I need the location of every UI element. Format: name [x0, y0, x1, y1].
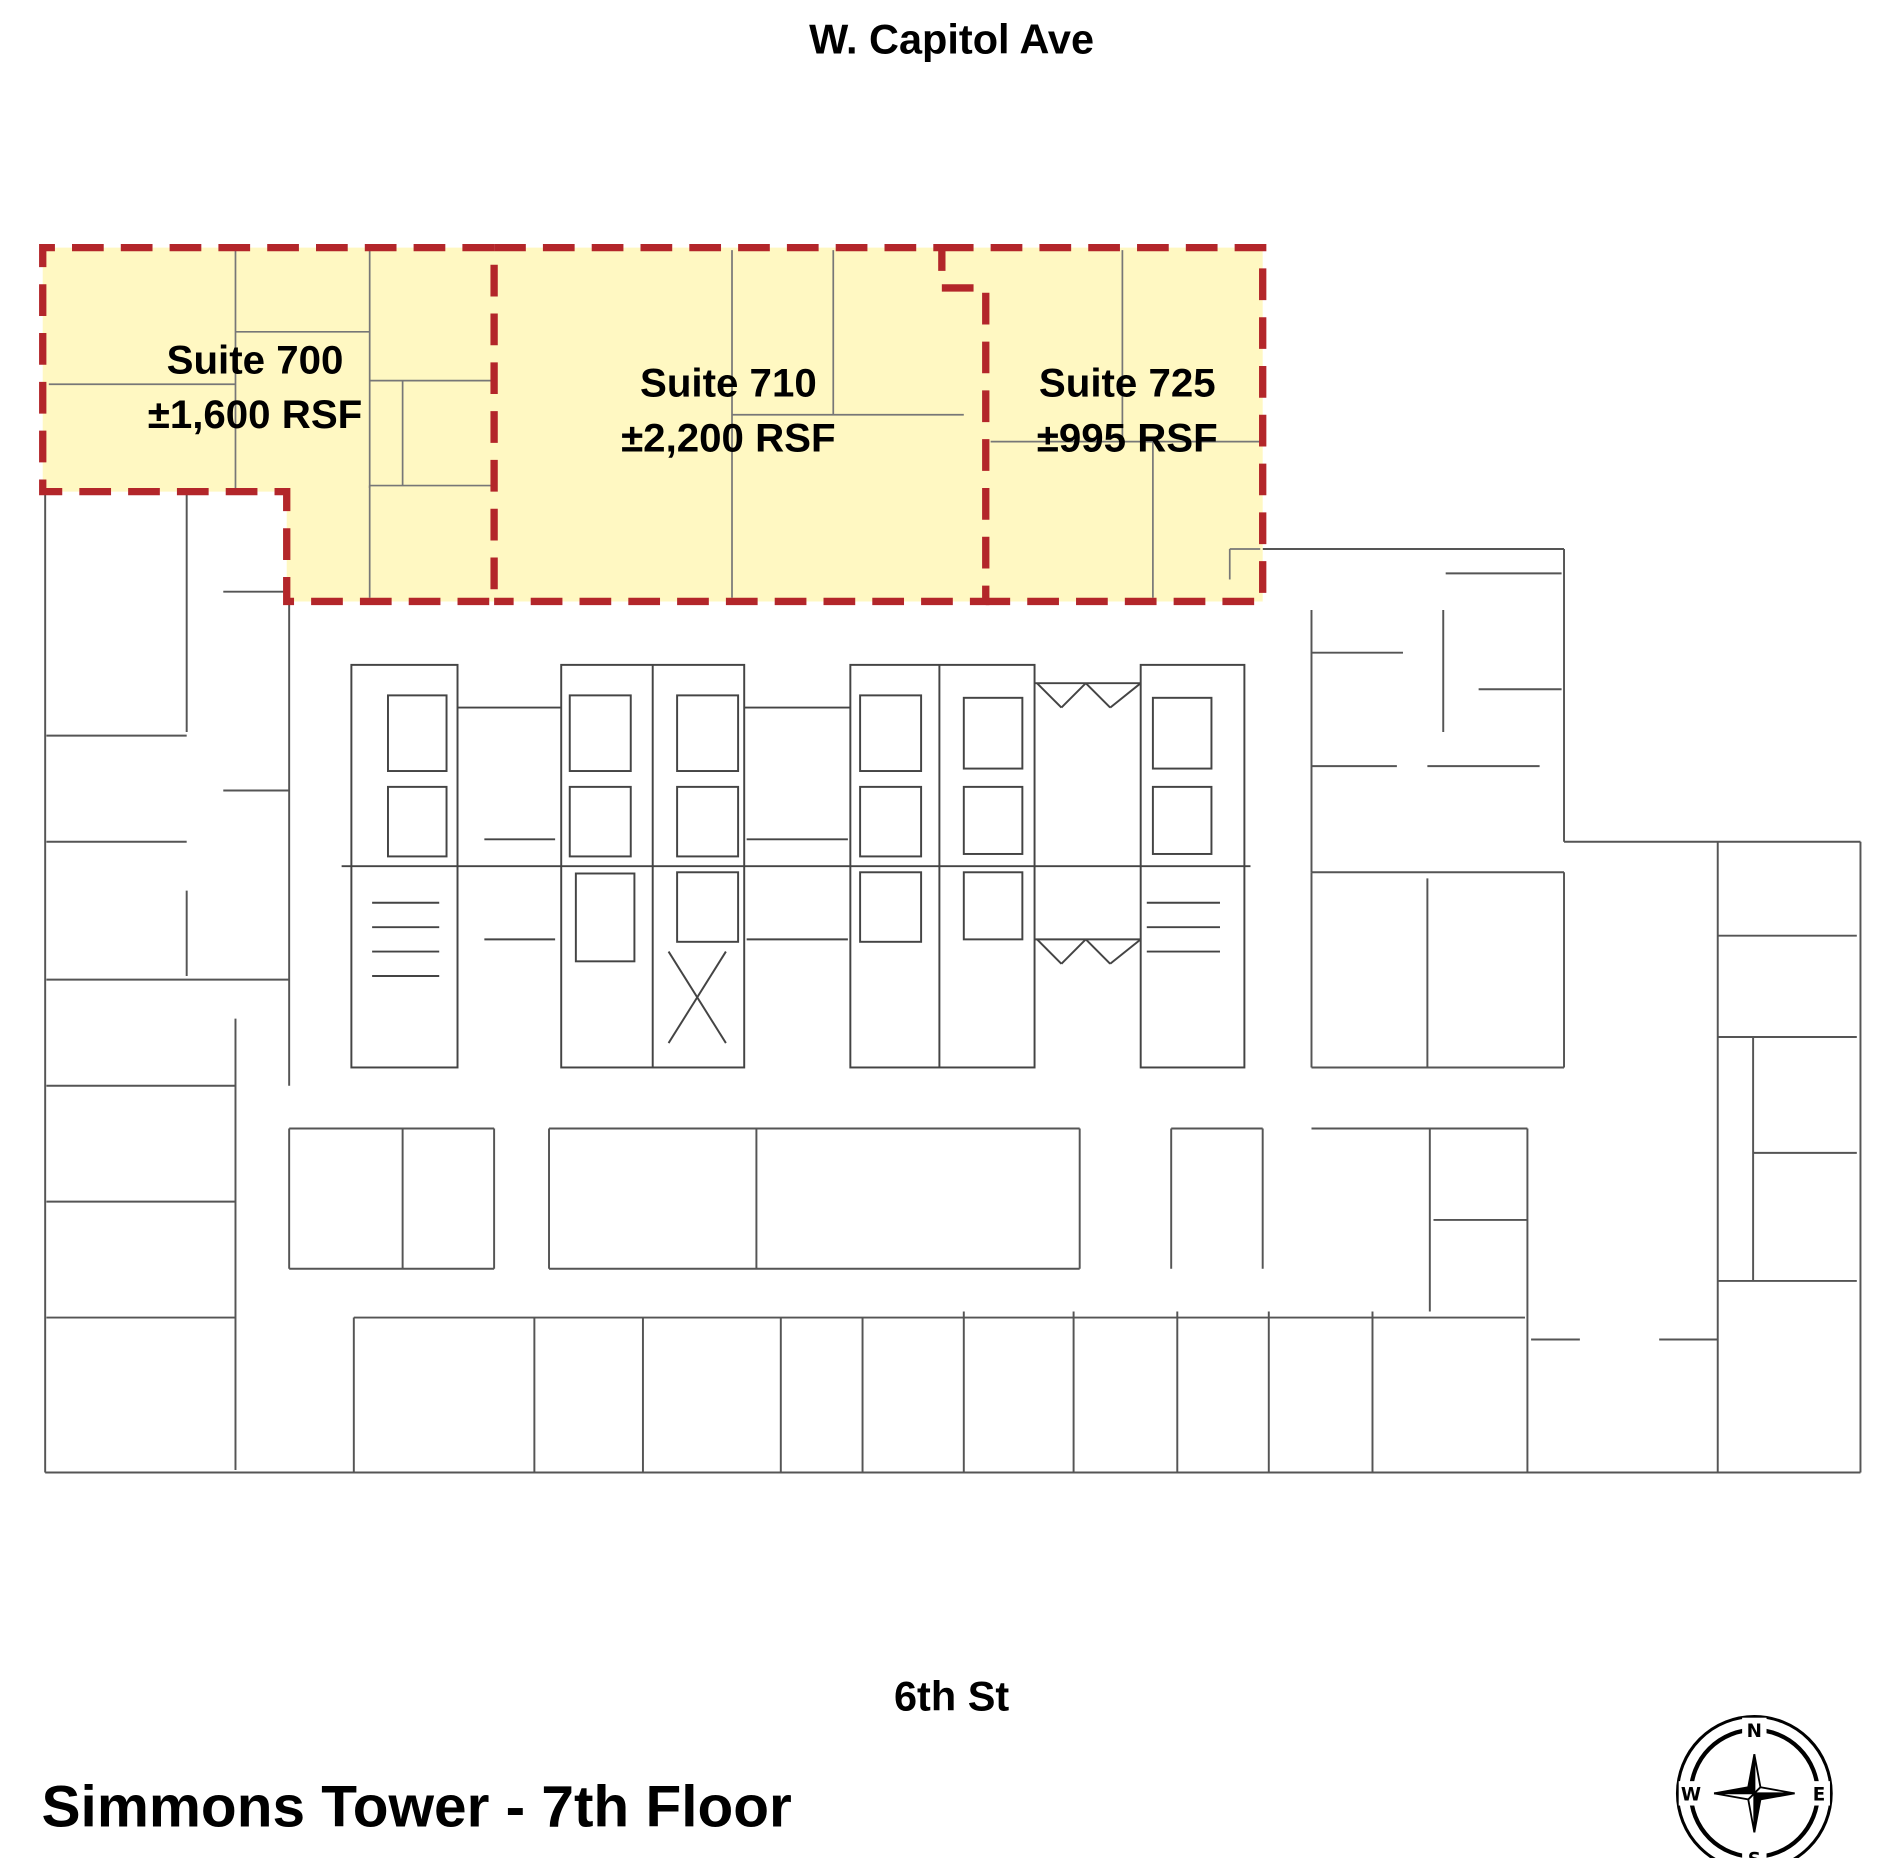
- elevator-cab: [676, 871, 740, 943]
- elevator-cab: [859, 871, 923, 943]
- core-detail: [1085, 682, 1111, 709]
- core-detail: [1085, 938, 1111, 965]
- core-detail: [1060, 938, 1087, 965]
- floor-title: Simmons Tower - 7th Floor: [42, 1774, 792, 1839]
- elevator-cab: [962, 696, 1024, 770]
- suite-boundaries: [39, 243, 1267, 606]
- elevator-cab: [962, 871, 1024, 941]
- suite-710-boundary[interactable]: [494, 243, 990, 606]
- core-detail: [1109, 682, 1142, 709]
- suite-710-area: ±2,200 RSF: [621, 415, 836, 460]
- suite-interior-walls: [48, 250, 1261, 598]
- elevator-cab: [676, 785, 740, 858]
- elevator-cab: [859, 785, 923, 858]
- core-detail: [1060, 682, 1087, 709]
- compass-s: S: [1748, 1849, 1761, 1858]
- elevator-cab: [387, 694, 448, 772]
- elevator-cab: [568, 785, 632, 858]
- available-suites-area[interactable]: [42, 247, 1263, 602]
- core-detail: [667, 951, 727, 1044]
- compass-n: N: [1747, 1721, 1762, 1742]
- freight-elevator: [574, 872, 636, 963]
- core-detail: [1109, 938, 1142, 965]
- street-label-north: W. Capitol Ave: [809, 16, 1094, 63]
- core-detail: [1036, 682, 1063, 709]
- elevator-cab: [1151, 785, 1213, 855]
- suite-700-name[interactable]: Suite 700: [167, 337, 344, 382]
- elevator-cab: [859, 694, 923, 772]
- suite-710-name[interactable]: Suite 710: [640, 360, 817, 405]
- suite-725-boundary[interactable]: [941, 243, 1267, 606]
- elevator-cab: [676, 694, 740, 772]
- core-detail: [1036, 938, 1063, 965]
- building-core: [341, 663, 1251, 1069]
- building-walls: [44, 491, 1862, 1474]
- elevator-cab: [1151, 696, 1213, 770]
- compass-e: E: [1813, 1785, 1826, 1806]
- elevator-cab: [962, 785, 1024, 855]
- suite-725-name[interactable]: Suite 725: [1039, 360, 1216, 405]
- compass-w: W: [1681, 1785, 1701, 1806]
- elevator-cab: [387, 785, 448, 858]
- suite-725-area: ±995 RSF: [1037, 415, 1218, 460]
- street-label-south: 6th St: [894, 1672, 1009, 1719]
- suite-700-area: ±1,600 RSF: [148, 392, 363, 437]
- compass-rose-icon: N S W E: [1675, 1714, 1833, 1858]
- suite-700-boundary[interactable]: [39, 243, 498, 606]
- elevator-cab: [568, 694, 632, 772]
